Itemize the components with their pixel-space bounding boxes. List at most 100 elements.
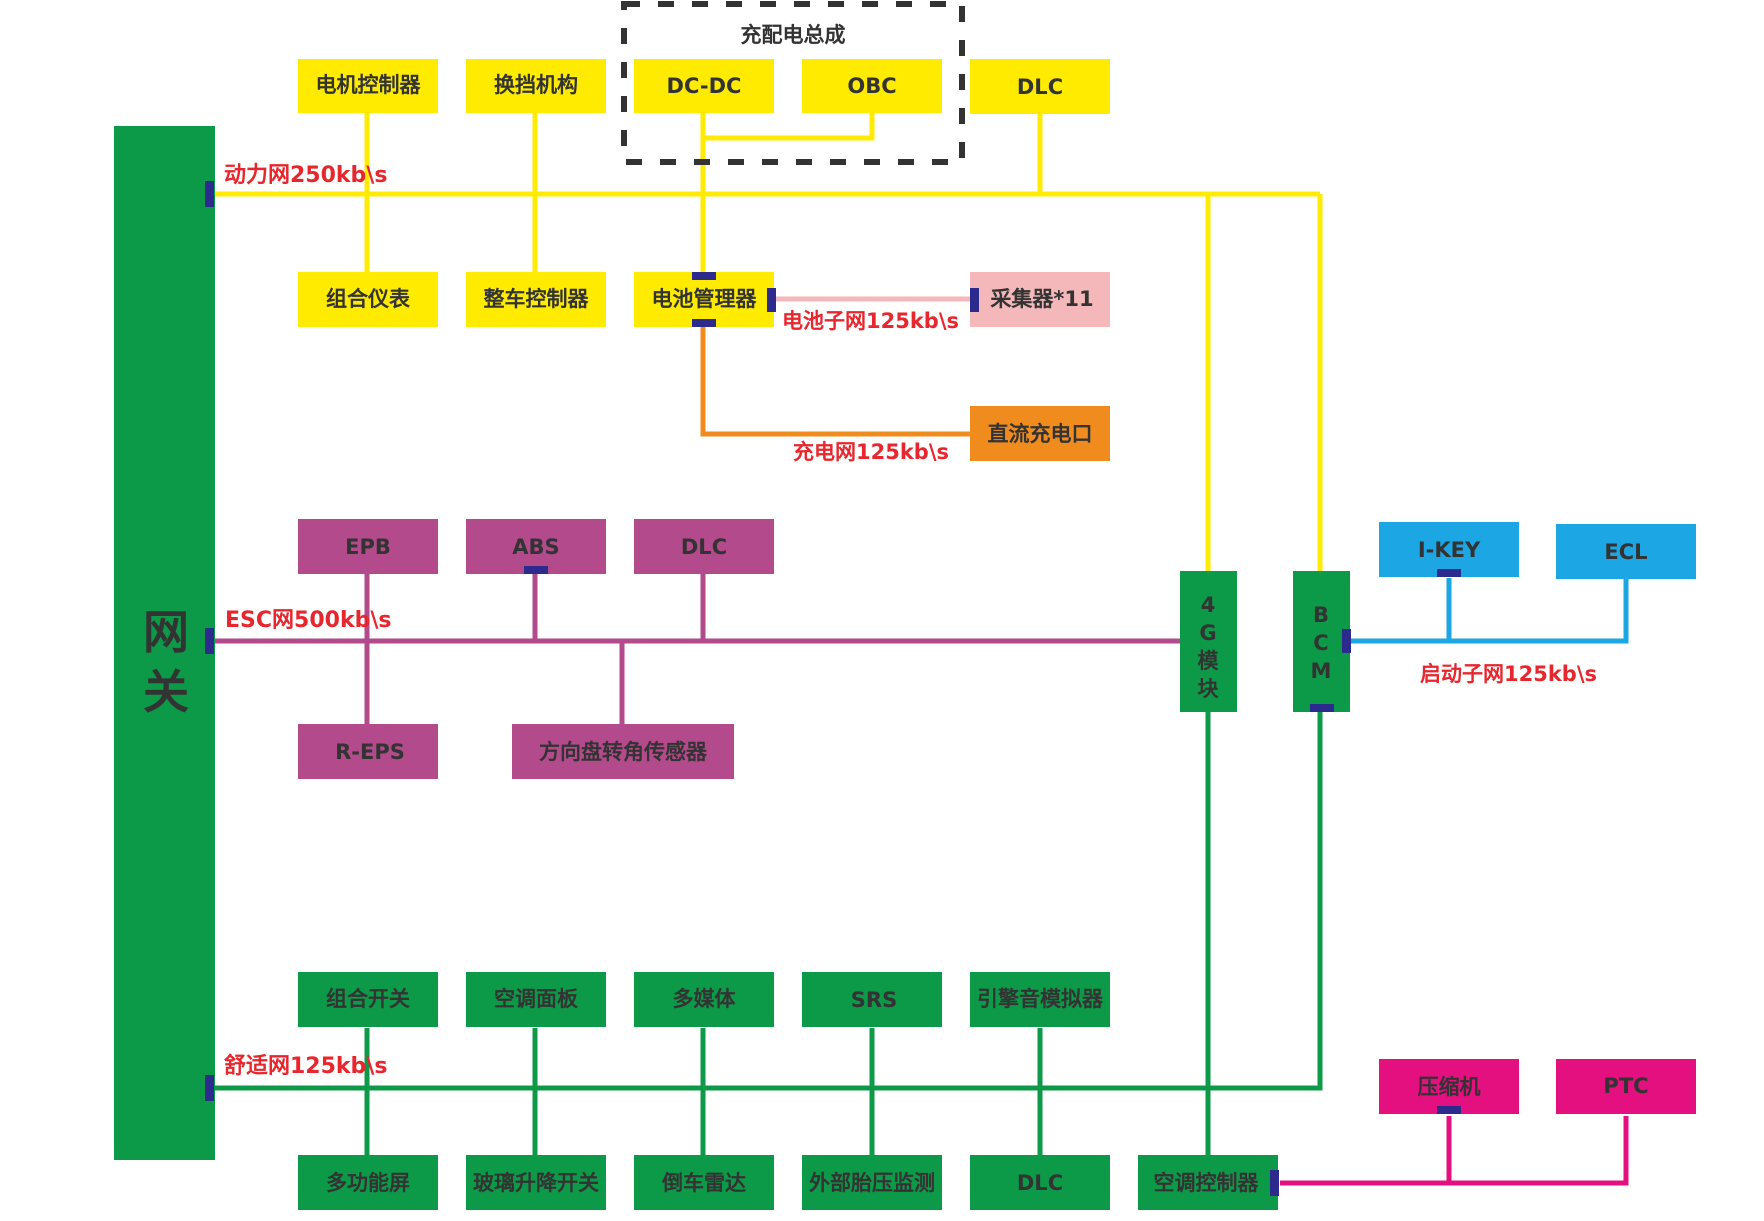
port-bcm-right [1342, 629, 1351, 653]
node-label: 空调面板 [494, 987, 579, 1011]
svg-text:块: 块 [1198, 677, 1220, 701]
comfort-bus-trunk [210, 712, 1323, 1091]
port-gateway-comfort [205, 1075, 214, 1101]
node-tire-pressure-monitor[interactable] [802, 1155, 942, 1210]
port-bcm-bottom [1310, 704, 1334, 712]
node-label: 倒车雷达 [661, 1171, 746, 1195]
port-i-key [1437, 569, 1461, 577]
port-gateway-power [205, 181, 214, 207]
node-label: 直流充电口 [988, 422, 1093, 446]
charging-assembly-frame [621, 1, 965, 165]
node-label: 空调控制器 [1154, 1171, 1260, 1195]
svg-text:G: G [1199, 621, 1216, 645]
svg-text:模: 模 [1198, 649, 1220, 673]
node-label: OBC [847, 74, 896, 98]
bus-label-esc: ESC网500kb\s [225, 608, 391, 633]
node-ecl[interactable] [1556, 524, 1696, 579]
node-battery-manager[interactable] [634, 272, 774, 327]
node-epb[interactable] [298, 519, 438, 574]
node-dc-charging-port[interactable] [970, 406, 1110, 461]
node-reverse-radar[interactable] [634, 1155, 774, 1210]
node-collector[interactable] [970, 272, 1110, 327]
port-gateway-esc [205, 628, 214, 654]
node-label: 电机控制器 [316, 73, 422, 97]
node-i-key[interactable] [1379, 522, 1519, 577]
port-bms-right [767, 288, 776, 312]
node-label: 整车控制器 [484, 287, 590, 311]
port-collector [970, 288, 979, 312]
bus-label-power: 动力网250kb\s [224, 163, 387, 188]
node-label: 电池管理器 [652, 287, 758, 311]
node-window-switch[interactable] [466, 1155, 606, 1210]
node-ac-controller[interactable] [1138, 1155, 1278, 1210]
port-ac-controller [1270, 1170, 1279, 1196]
port-compressor [1437, 1106, 1461, 1114]
node-motor-controller[interactable] [298, 59, 438, 113]
bus-label-battery-sub: 电池子网125kb\s [782, 309, 959, 333]
node-label: 多功能屏 [326, 1171, 410, 1195]
bus-label-charge: 充电网125kb\s [793, 440, 949, 464]
node-label: 组合仪表 [326, 287, 411, 311]
svg-text:B: B [1313, 603, 1329, 627]
comfort-bus-lines [210, 712, 1323, 1156]
node-instrument-cluster[interactable] [298, 272, 438, 327]
node-r-eps[interactable] [298, 724, 438, 779]
node-compressor[interactable] [1379, 1059, 1519, 1114]
node-dlc-comfort[interactable] [970, 1155, 1110, 1210]
gateway-label-2: 关 [143, 665, 189, 719]
node-label: 方向盘转角传感器 [539, 740, 708, 764]
node-label: R-EPS [335, 740, 405, 764]
node-steering-angle-sensor[interactable] [512, 724, 734, 779]
node-label: 换挡机构 [494, 73, 578, 97]
node-label: 外部胎压监测 [809, 1171, 935, 1195]
node-dlc-esc[interactable] [634, 519, 774, 574]
node-bcm[interactable] [1293, 571, 1350, 712]
bus-label-start-sub: 启动子网125kb\s [1420, 662, 1597, 686]
node-label: ABS [512, 535, 559, 559]
node-engine-sound-simulator[interactable] [970, 972, 1110, 1027]
charging-assembly-title: 充配电总成 [741, 23, 846, 47]
svg-text:M: M [1311, 659, 1332, 683]
charge-bus-line [700, 326, 970, 437]
node-srs[interactable] [802, 972, 942, 1027]
node-ptc[interactable] [1556, 1059, 1696, 1114]
node-label: DLC [681, 535, 727, 559]
port-bms-top [692, 272, 716, 280]
port-markers [205, 181, 1461, 1196]
node-ac-panel[interactable] [466, 972, 606, 1027]
gateway-label-1: 网 [143, 605, 189, 659]
node-label: I-KEY [1418, 538, 1481, 562]
node-label: DC-DC [667, 74, 742, 98]
ac-bus-lines [1280, 1116, 1629, 1186]
node-vehicle-controller[interactable] [466, 272, 606, 327]
svg-text:4: 4 [1201, 593, 1216, 617]
node-multimedia[interactable] [634, 972, 774, 1027]
node-label: ECL [1604, 540, 1647, 564]
power-bus-lines [210, 110, 1323, 572]
node-label: SRS [851, 988, 897, 1012]
port-bms-bottom [692, 319, 716, 327]
esc-bus-lines [210, 572, 1182, 724]
node-combination-switch[interactable] [298, 972, 438, 1027]
node-label: DLC [1017, 75, 1063, 99]
gateway-block[interactable] [114, 126, 215, 1160]
bus-label-comfort: 舒适网125kb\s [224, 1053, 387, 1079]
node-label: 引擎音模拟器 [977, 987, 1104, 1011]
node-obc[interactable] [802, 59, 942, 113]
node-label: 多媒体 [673, 987, 737, 1011]
port-abs [524, 566, 548, 574]
node-4g-module[interactable] [1180, 571, 1237, 712]
svg-text:C: C [1313, 631, 1328, 655]
node-label: PTC [1603, 1074, 1648, 1098]
node-dcdc[interactable] [634, 59, 774, 113]
node-label: 压缩机 [1418, 1075, 1481, 1099]
node-label: EPB [345, 535, 391, 559]
node-4g-module-label: 4 G 模 块 [1198, 593, 1220, 701]
node-dlc-power[interactable] [970, 59, 1110, 114]
node-label: 采集器*11 [990, 287, 1093, 311]
node-multifunction-display[interactable] [298, 1155, 438, 1210]
node-shift-mechanism[interactable] [466, 59, 606, 113]
node-abs[interactable] [466, 519, 606, 574]
node-bcm-label: B C M [1311, 603, 1332, 683]
